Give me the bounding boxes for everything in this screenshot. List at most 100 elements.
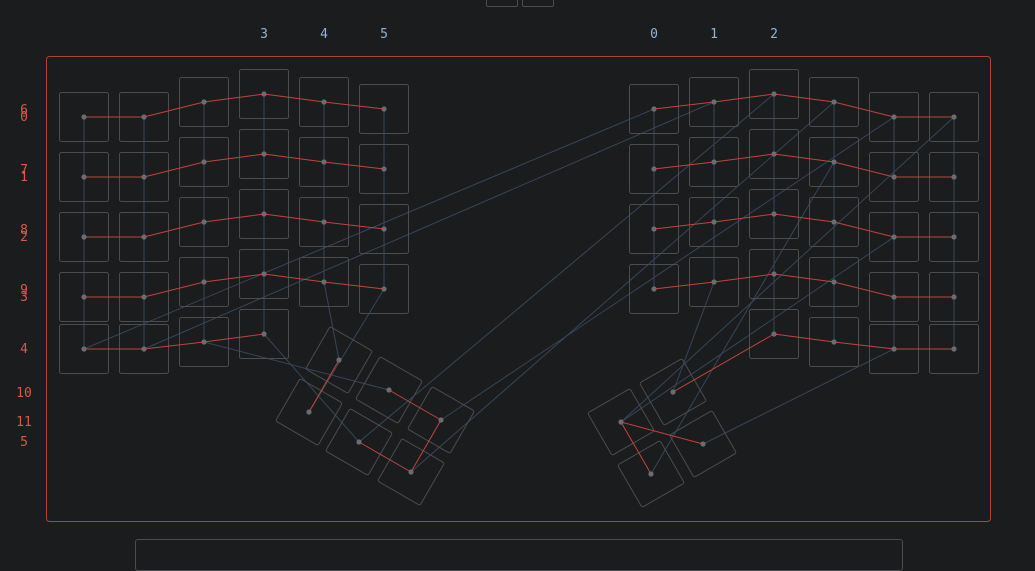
key[interactable] [689,197,739,247]
key[interactable] [239,129,289,179]
key[interactable] [179,137,229,187]
key-dot [381,226,387,232]
key[interactable] [179,77,229,127]
key[interactable] [689,137,739,187]
key-dot [81,234,87,240]
key-dot [951,294,957,300]
key[interactable] [239,249,289,299]
key-dot [831,99,837,105]
key-dots [81,91,957,477]
column-wire [650,161,835,475]
key-dot [201,99,207,105]
key[interactable] [689,77,739,127]
column-wires [83,93,955,475]
row-label: 11 [16,415,32,430]
key-dot [408,469,414,475]
key[interactable] [299,197,349,247]
key-dot [81,294,87,300]
row-label: 3 [20,290,28,305]
key-dot [831,339,837,345]
key-dot [306,409,312,415]
key[interactable] [299,137,349,187]
column-wire [308,288,385,413]
key[interactable] [359,144,409,194]
key[interactable] [179,317,229,367]
column-wire [410,101,835,473]
key-dot [81,114,87,120]
row-wire [84,153,385,178]
key-dot [336,357,342,363]
key-dot [951,114,957,120]
key-dot [951,346,957,352]
row-label: 9 [20,283,28,298]
key[interactable] [359,264,409,314]
key[interactable] [749,69,799,119]
key[interactable] [629,144,679,194]
key-dot [321,159,327,165]
key-dot [891,174,897,180]
key-dot [201,219,207,225]
key[interactable] [239,309,289,359]
row-wires [84,93,954,475]
column-label: 4 [320,27,328,42]
key[interactable] [359,84,409,134]
key[interactable] [749,249,799,299]
key-dot [356,439,362,445]
column-wire [203,341,390,391]
key-dot [81,174,87,180]
keyboard-matrix-canvas: 3 4 5 0 1 2 6 0 7 1 8 2 9 3 4 10 11 5 [16,27,991,522]
toolbar-button-2[interactable] [522,0,554,7]
key[interactable] [809,137,859,187]
key-dot [618,419,624,425]
column-wire [620,116,955,423]
key[interactable] [629,84,679,134]
column-wire [440,116,895,421]
key[interactable] [809,197,859,247]
key[interactable] [299,257,349,307]
key[interactable] [809,317,859,367]
key-dot [201,339,207,345]
key-dot [81,346,87,352]
row-labels: 6 0 7 1 8 2 9 3 4 10 11 5 [16,103,32,450]
key-dot [831,219,837,225]
key-dot [891,346,897,352]
key-dot [386,387,392,393]
column-wire [358,93,775,443]
key[interactable] [669,410,737,478]
key[interactable] [749,129,799,179]
key-dot [711,99,717,105]
key-dot [711,159,717,165]
column-wire [323,281,340,361]
key[interactable] [179,197,229,247]
column-wire [83,108,655,350]
key[interactable] [809,77,859,127]
key[interactable] [629,264,679,314]
key-dot [771,211,777,217]
key[interactable] [179,257,229,307]
key[interactable] [629,204,679,254]
key[interactable] [689,257,739,307]
row-wire [773,333,954,350]
key-dot [438,417,444,423]
key-dot [141,114,147,120]
row-wire [672,333,775,393]
key-dot [201,159,207,165]
key-dot [321,99,327,105]
row-wire [84,333,265,350]
key[interactable] [749,189,799,239]
toolbar-button-1[interactable] [486,0,518,7]
key[interactable] [749,309,799,359]
row-label: 4 [20,342,28,357]
key[interactable] [299,77,349,127]
key[interactable] [359,204,409,254]
row-wire [653,273,954,298]
key[interactable] [809,257,859,307]
key-dot [261,331,267,337]
row-label: 6 [20,103,28,118]
key[interactable] [239,189,289,239]
key[interactable] [239,69,289,119]
row-wire [619,421,704,475]
key-dot [651,286,657,292]
key-dot [951,174,957,180]
key-dot [831,279,837,285]
